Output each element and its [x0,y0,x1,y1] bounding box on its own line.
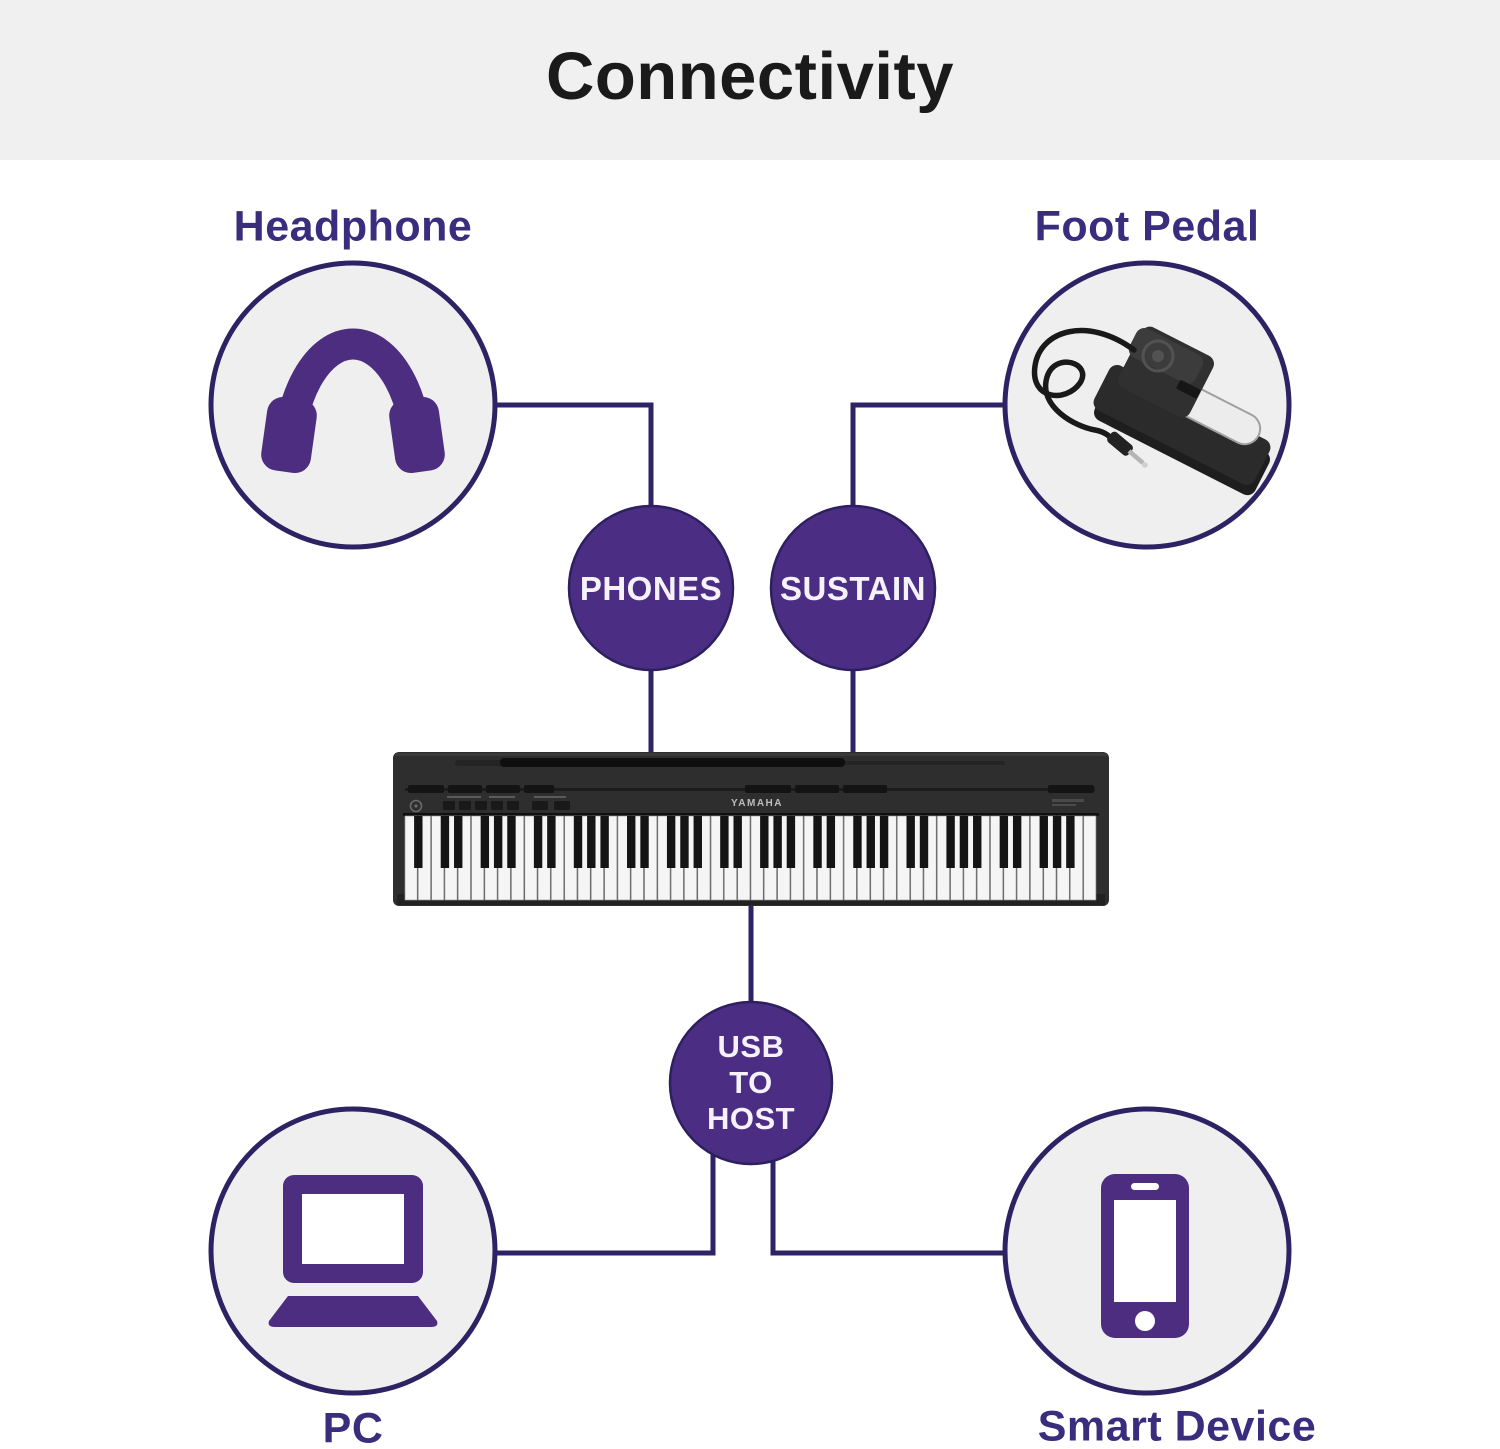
headphone-icon [261,328,445,474]
connector-footpedal-to-sustain [850,402,1005,515]
power-button [409,799,423,813]
node-label-foot-pedal: Foot Pedal [1034,202,1260,251]
usb-label-line1: USB [717,1029,785,1065]
usb-port-circle [668,1000,834,1166]
laptop-icon [268,1175,438,1327]
brand-logo: YAMAHA [731,798,783,809]
connector-headphone-to-phones [495,402,654,515]
smartphone-icon [1101,1174,1189,1338]
button-label-marks [447,796,566,798]
music-rest-groove-right [845,761,1005,765]
connector-usb-to-pc [497,1150,716,1256]
control-panel: YAMAHA [409,796,1084,813]
port-circles [567,504,937,1166]
usb-label-line2: TO [729,1065,773,1101]
pedal-cable [1031,327,1137,447]
node-label-smart-device: Smart Device [1037,1402,1317,1449]
usb-label-line3: HOST [706,1100,796,1136]
pedal-plug [1107,431,1133,456]
keyboard-top-highlight [395,753,1107,756]
page-title: Connectivity [545,38,955,114]
model-label-marks [1052,799,1084,806]
connector-lines [495,402,1005,1256]
node-label-headphone: Headphone [233,202,473,251]
header-band: Connectivity [0,0,1500,160]
connector-usb-to-smartdevice [770,1150,1005,1256]
phones-port-circle [567,504,735,672]
piano-keys [404,815,1097,901]
port-label-phones: PHONES [579,570,723,607]
port-label-usb-to-host: USB TO HOST [707,1029,795,1137]
sustain-pedal-image [1031,326,1271,496]
speaker-grille-slots [408,785,1094,793]
port-label-sustain: SUSTAIN [780,570,926,607]
power-button-dot [414,804,418,808]
keybed-shadow [403,813,1099,816]
piano-keyboard-image: YAMAHA [393,752,1109,906]
headphone-circle [208,260,498,550]
music-rest-slot [500,758,845,767]
node-label-pc: PC [322,1404,384,1449]
sustain-port-circle [769,504,937,672]
function-buttons [443,801,570,810]
